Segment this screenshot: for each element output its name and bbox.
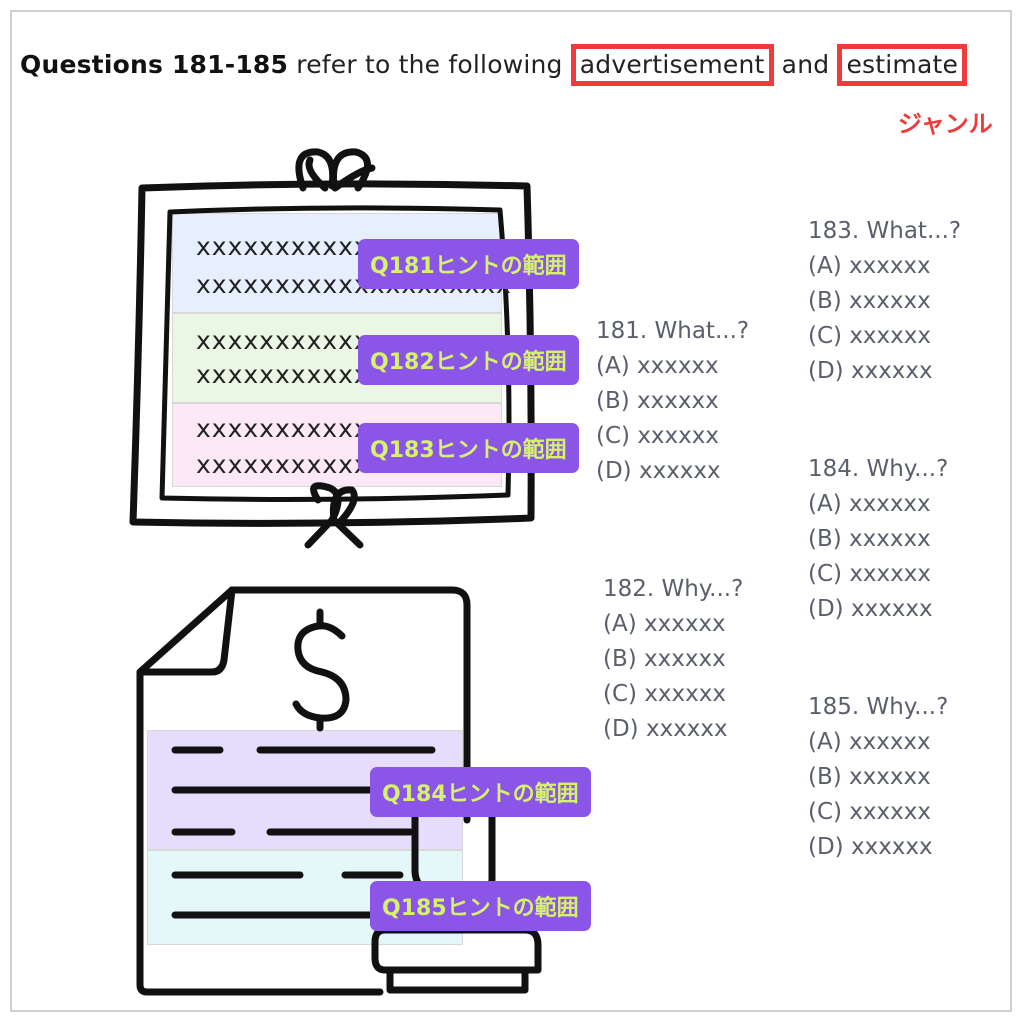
choice-b: (B) xxxxxx [808, 526, 931, 552]
question-stem: 181. What...? [596, 318, 750, 344]
framed-poster-icon [129, 148, 535, 549]
heading-and: and [773, 50, 838, 79]
question-stem: 185. Why...? [808, 694, 949, 720]
question-182: 182. Why...? (A) xxxxxx (B) xxxxxx (C) x… [603, 572, 743, 747]
choice-c: (C) xxxxxx [808, 799, 931, 825]
choice-d: (D) xxxxxx [808, 596, 933, 622]
slide-frame [10, 10, 1012, 1012]
choice-a: (A) xxxxxx [808, 491, 931, 517]
choice-a: (A) xxxxxx [603, 611, 726, 637]
genre-advertisement: advertisement [570, 44, 774, 86]
question-181: 181. What...? (A) xxxxxx (B) xxxxxx (C) … [596, 314, 749, 489]
choice-a: (A) xxxxxx [596, 353, 719, 379]
question-184: 184. Why...? (A) xxxxxx (B) xxxxxx (C) x… [808, 452, 948, 627]
choice-b: (B) xxxxxx [596, 388, 719, 414]
choice-b: (B) xxxxxx [808, 288, 931, 314]
choice-c: (C) xxxxxx [808, 323, 931, 349]
dollar-document-icon [136, 586, 542, 996]
choice-c: (C) xxxxxx [603, 681, 726, 707]
question-stem: 183. What...? [808, 218, 962, 244]
choice-c: (C) xxxxxx [808, 561, 931, 587]
choice-b: (B) xxxxxx [808, 764, 931, 790]
choice-b: (B) xxxxxx [603, 646, 726, 672]
question-stem: 182. Why...? [603, 576, 744, 602]
heading: Questions 181-185 refer to the following… [20, 44, 968, 86]
hint-label-q183: Q183ヒントの範囲 [358, 423, 579, 473]
question-185: 185. Why...? (A) xxxxxx (B) xxxxxx (C) x… [808, 690, 948, 865]
genre-estimate: estimate [837, 44, 968, 86]
heading-question-range: Questions 181-185 [20, 50, 289, 79]
hint-label-q185: Q185ヒントの範囲 [370, 881, 591, 931]
choice-a: (A) xxxxxx [808, 253, 931, 279]
hint-label-q184: Q184ヒントの範囲 [370, 767, 591, 817]
choice-d: (D) xxxxxx [808, 834, 933, 860]
choice-d: (D) xxxxxx [808, 358, 933, 384]
genre-label: ジャンル [898, 110, 993, 138]
hint-label-q182: Q182ヒントの範囲 [358, 335, 579, 385]
choice-a: (A) xxxxxx [808, 729, 931, 755]
heading-text: refer to the following [288, 50, 571, 79]
question-stem: 184. Why...? [808, 456, 949, 482]
choice-d: (D) xxxxxx [603, 716, 728, 742]
choice-d: (D) xxxxxx [596, 458, 721, 484]
hint-label-q181: Q181ヒントの範囲 [358, 239, 579, 289]
question-183: 183. What...? (A) xxxxxx (B) xxxxxx (C) … [808, 214, 961, 389]
choice-c: (C) xxxxxx [596, 423, 719, 449]
